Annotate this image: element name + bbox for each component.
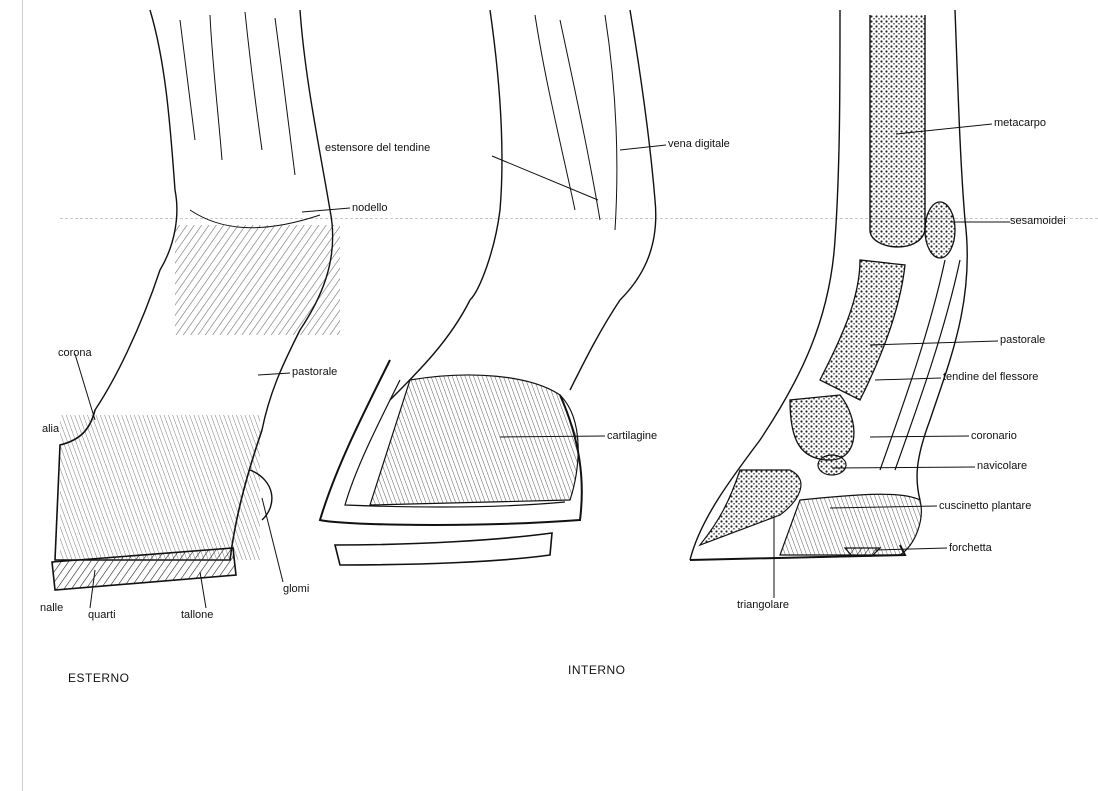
- label-estensore-del-tendine: estensore del tendine: [325, 142, 430, 154]
- label-pastorale-right: pastorale: [1000, 334, 1045, 346]
- label-tallone: tallone: [181, 609, 213, 621]
- label-corona: corona: [58, 347, 92, 359]
- internal-cartilage-drawing: [320, 10, 656, 565]
- label-nodello: nodello: [352, 202, 387, 214]
- label-navicolare: navicolare: [977, 460, 1027, 472]
- caption-esterno: ESTERNO: [68, 672, 130, 684]
- external-view-drawing: [52, 10, 340, 590]
- label-quarti: quarti: [88, 609, 116, 621]
- label-triangolare: triangolare: [737, 599, 789, 611]
- label-coronario: coronario: [971, 430, 1017, 442]
- label-vena-digitale: vena digitale: [668, 138, 730, 150]
- label-pastorale-left: pastorale: [292, 366, 337, 378]
- label-tendine-del-flessore: tendine del flessore: [943, 371, 1038, 383]
- section-view-drawing: [690, 10, 967, 560]
- label-glomi: glomi: [283, 583, 309, 595]
- label-cuscinetto-plantare: cuscinetto plantare: [939, 500, 1031, 512]
- label-forchetta: forchetta: [949, 542, 992, 554]
- label-metacarpo: metacarpo: [994, 117, 1046, 129]
- label-punta-partial: nalle: [40, 602, 63, 614]
- label-muraglia-partial: alia: [42, 423, 59, 435]
- label-sesamoidei: sesamoidei: [1010, 215, 1066, 227]
- label-cartilagine: cartilagine: [607, 430, 657, 442]
- caption-interno: INTERNO: [568, 664, 626, 676]
